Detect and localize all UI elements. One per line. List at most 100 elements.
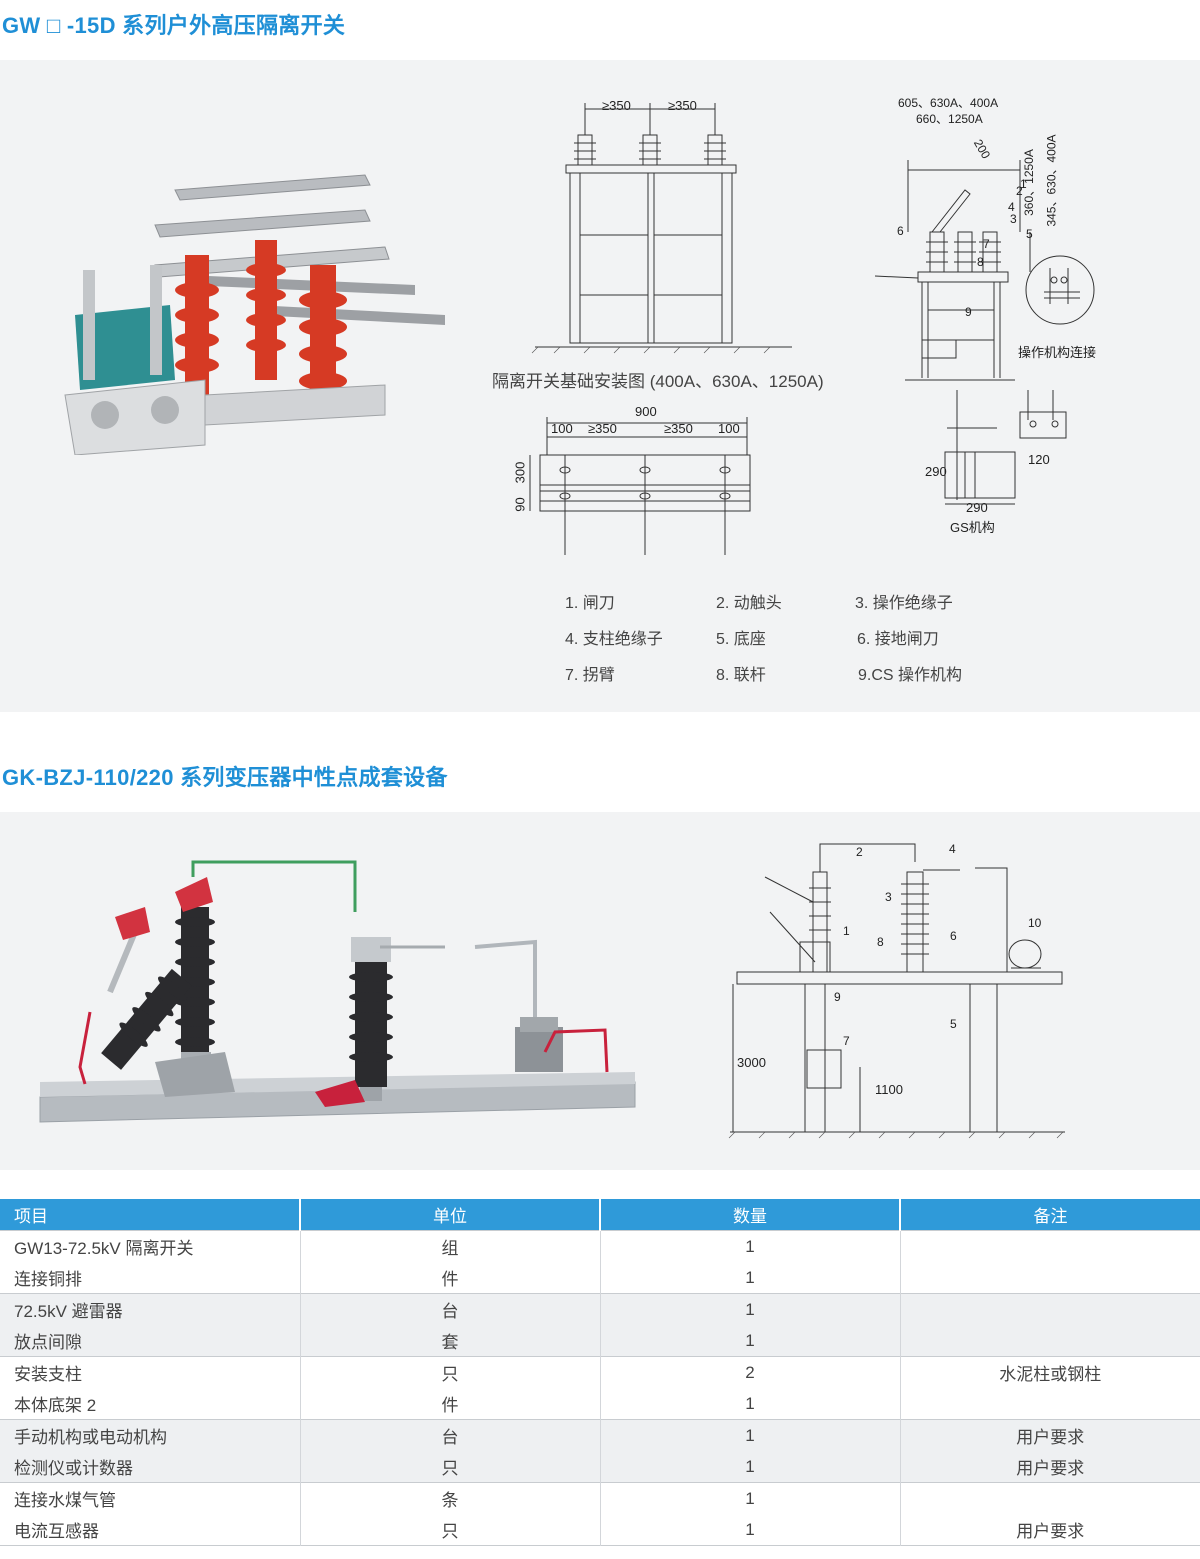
side-dim-line2: 660、1250A — [916, 112, 983, 126]
table-header-row: 项目 单位 数量 备注 — [0, 1199, 1200, 1231]
drawing-num-8: 8 — [877, 935, 884, 949]
cell-note — [899, 1230, 1200, 1262]
cell-item: 检测仪或计数器 — [0, 1451, 300, 1483]
front-dim-left: ≥350 — [602, 98, 631, 113]
table-row: 手动机构或电动机构 台 1 用户要求 — [0, 1419, 1200, 1451]
gs-dim-w: 290 — [966, 500, 988, 515]
plan-dim-seg2: ≥350 — [588, 421, 617, 436]
section1-title: GW □ -15D 系列户外高压隔离开关 — [2, 13, 346, 38]
plan-dim-seg1: 100 — [551, 421, 573, 436]
side-num-4: 4 — [1008, 200, 1015, 214]
cell-unit: 台 — [299, 1419, 600, 1451]
cell-qty: 1 — [599, 1293, 900, 1325]
table-row: 检测仪或计数器 只 1 用户要求 — [0, 1451, 1200, 1483]
cell-unit: 台 — [299, 1293, 600, 1325]
drawing-num-3: 3 — [885, 890, 892, 904]
cell-note: 水泥柱或钢柱 — [899, 1356, 1200, 1388]
part-5: 5. 底座 — [716, 631, 766, 648]
side-num-7: 7 — [983, 237, 990, 251]
cell-qty: 1 — [599, 1451, 900, 1483]
detail-circle-drawing — [1025, 255, 1095, 325]
plan-dim-total: 900 — [635, 404, 657, 419]
part-4: 4. 支柱绝缘子 — [565, 631, 663, 648]
table-row: GW13-72.5kV 隔离开关 组 1 — [0, 1230, 1200, 1262]
cell-qty: 1 — [599, 1514, 900, 1546]
header-qty: 数量 — [599, 1199, 900, 1231]
cell-item: 本体底架 2 — [0, 1388, 300, 1420]
section2-title: GK-BZJ-110/220 系列变压器中性点成套设备 — [2, 765, 448, 790]
table-row: 放点间隙 套 1 — [0, 1325, 1200, 1357]
plan-view-drawing — [529, 417, 751, 555]
side-view-drawing — [874, 160, 1031, 381]
plan-dim-seg3: ≥350 — [664, 421, 693, 436]
gs-dim-h: 290 — [925, 464, 947, 479]
neutral-equipment-drawing — [728, 843, 1065, 1139]
cell-unit: 条 — [299, 1482, 600, 1514]
side-num-8: 8 — [977, 255, 984, 269]
cell-note: 用户要求 — [899, 1514, 1200, 1546]
table-row: 连接铜排 件 1 — [0, 1262, 1200, 1294]
cell-qty: 1 — [599, 1325, 900, 1357]
drawing-num-9: 9 — [834, 990, 841, 1004]
cell-note — [899, 1388, 1200, 1420]
table-row: 电流互感器 只 1 用户要求 — [0, 1514, 1200, 1546]
part-9: 9.CS 操作机构 — [858, 667, 963, 684]
drawing-num-7: 7 — [843, 1034, 850, 1048]
drawing-num-4: 4 — [949, 842, 956, 856]
cell-qty: 1 — [599, 1230, 900, 1262]
side-num-1: 1 — [1020, 177, 1027, 191]
gs-caption: GS机构 — [950, 520, 995, 535]
cell-unit: 只 — [299, 1514, 600, 1546]
isolating-switch-photo — [64, 174, 445, 455]
gs-mechanism-drawing — [944, 390, 1067, 505]
cell-qty: 1 — [599, 1262, 900, 1294]
cell-note — [899, 1482, 1200, 1514]
cell-note — [899, 1325, 1200, 1357]
front-install-drawing — [531, 103, 792, 354]
part-7: 7. 拐臂 — [565, 667, 615, 684]
cell-item: GW13-72.5kV 隔离开关 — [0, 1230, 300, 1262]
side-num-2: 2 — [1016, 184, 1023, 198]
part-2: 2. 动触头 — [716, 595, 782, 612]
part-1: 1. 闸刀 — [565, 595, 615, 612]
drawing-num-1: 1 — [843, 924, 850, 938]
front-caption: 隔离开关基础安装图 (400A、630A、1250A) — [492, 372, 824, 391]
drawing-num-10: 10 — [1028, 916, 1042, 930]
cell-qty: 1 — [599, 1482, 900, 1514]
table-row: 连接水煤气管 条 1 — [0, 1482, 1200, 1514]
dim-box: 1100 — [875, 1082, 903, 1097]
section1-panel: ≥350 ≥350 隔离开关基础安装图 (400A、630A、1250A) 90… — [0, 60, 1200, 712]
side-num-6: 6 — [897, 224, 904, 238]
header-item: 项目 — [0, 1199, 300, 1231]
cell-note — [899, 1262, 1200, 1294]
cell-unit: 套 — [299, 1325, 600, 1357]
equipment-table: 项目 单位 数量 备注 GW13-72.5kV 隔离开关 组 1 连接铜排 件 … — [0, 1199, 1200, 1546]
cell-item: 放点间隙 — [0, 1325, 300, 1357]
plan-dim-seg4: 100 — [718, 421, 740, 436]
cell-note: 用户要求 — [899, 1451, 1200, 1483]
cell-item: 安装支柱 — [0, 1356, 300, 1388]
cell-item: 连接水煤气管 — [0, 1482, 300, 1514]
cell-item: 手动机构或电动机构 — [0, 1419, 300, 1451]
part-6: 6. 接地闸刀 — [857, 631, 939, 648]
cell-qty: 1 — [599, 1388, 900, 1420]
cell-item: 电流互感器 — [0, 1514, 300, 1546]
cell-unit: 组 — [299, 1230, 600, 1262]
drawing-num-2: 2 — [856, 845, 863, 859]
detail-caption: 操作机构连接 — [1018, 345, 1097, 360]
drawing-num-6: 6 — [950, 929, 957, 943]
front-dim-right: ≥350 — [668, 98, 697, 113]
header-note: 备注 — [899, 1199, 1200, 1231]
cell-unit: 只 — [299, 1451, 600, 1483]
section2-panel: 2 4 3 1 8 6 10 9 5 7 3000 1100 — [0, 812, 1200, 1170]
cell-unit: 只 — [299, 1356, 600, 1388]
cell-unit: 件 — [299, 1262, 600, 1294]
cell-note: 用户要求 — [899, 1419, 1200, 1451]
side-num-3: 3 — [1010, 212, 1017, 226]
header-unit: 单位 — [299, 1199, 600, 1231]
cell-qty: 1 — [599, 1419, 900, 1451]
cell-item: 连接铜排 — [0, 1262, 300, 1294]
gs-dim-right: 120 — [1028, 452, 1050, 467]
dim-height: 3000 — [737, 1055, 766, 1070]
plan-dim-height-b: 90 — [512, 497, 528, 512]
